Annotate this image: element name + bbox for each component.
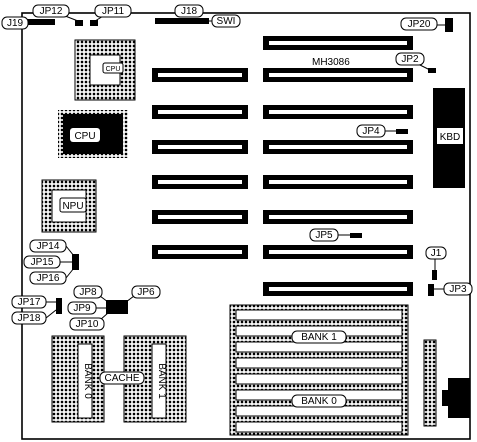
svg-text:JP12: JP12 — [40, 6, 63, 17]
svg-text:JP2: JP2 — [401, 54, 419, 65]
npu-label: NPU — [62, 201, 83, 212]
cache-bank-0-label: BANK 0 — [82, 363, 93, 399]
svg-text:JP17: JP17 — [18, 297, 41, 308]
jp5-callout: JP5 — [309, 228, 362, 242]
jp16-callout: JP16 — [29, 267, 75, 285]
jp20-callout: JP20 — [400, 17, 447, 31]
cpu-socket-upper: CPU — [74, 39, 136, 101]
jp3-callout: JP3 — [428, 282, 473, 296]
svg-text:JP20: JP20 — [408, 19, 431, 30]
jp6-callout: JP6 — [125, 285, 161, 303]
simm-banks — [229, 304, 409, 436]
cache-bank-0: BANK 0 — [51, 335, 105, 423]
cache-bank-1-label: BANK 1 — [156, 363, 167, 399]
bank0-callout: BANK 0 — [291, 394, 347, 408]
jp17-18-pins — [56, 298, 62, 314]
npu-socket: NPU — [41, 179, 97, 233]
j1-callout: J1 — [425, 246, 447, 280]
jp14-16-pins — [72, 254, 79, 270]
jp14-callout: JP14 — [29, 239, 75, 257]
svg-text:JP10: JP10 — [76, 319, 99, 330]
svg-text:JP15: JP15 — [31, 257, 54, 268]
svg-text:J19: J19 — [7, 18, 24, 29]
svg-text:J18: J18 — [181, 6, 198, 17]
cache-callout: CACHE — [99, 371, 145, 385]
svg-text:JP4: JP4 — [362, 126, 380, 137]
cpu-chip: CPU — [58, 110, 128, 158]
jp10-callout: JP10 — [69, 312, 109, 331]
svg-text:JP14: JP14 — [37, 241, 60, 252]
svg-text:JP11: JP11 — [102, 6, 124, 17]
jp11-callout: JP11 — [94, 4, 132, 22]
jp9-callout: JP9 — [67, 301, 106, 315]
svg-text:J1: J1 — [431, 248, 442, 259]
jp8-callout: JP8 — [73, 285, 109, 303]
svg-text:CACHE: CACHE — [104, 373, 139, 384]
cpu-small-label: CPU — [106, 66, 121, 73]
jp8-10-pins — [106, 300, 128, 314]
j18-callout: J18 — [174, 4, 204, 18]
board-model-label: MH3086 — [312, 57, 350, 68]
cpu-label: CPU — [74, 131, 95, 142]
svg-text:JP8: JP8 — [79, 287, 97, 298]
svg-text:SWI: SWI — [217, 16, 236, 27]
jp18-callout: JP18 — [11, 309, 57, 325]
svg-text:JP18: JP18 — [18, 313, 41, 324]
jp15-callout: JP15 — [23, 255, 73, 269]
svg-text:BANK 1: BANK 1 — [301, 332, 337, 343]
jp4-callout: JP4 — [356, 124, 408, 138]
svg-text:JP6: JP6 — [137, 287, 155, 298]
svg-text:JP3: JP3 — [449, 284, 467, 295]
kbd-label: KBD — [440, 132, 461, 143]
svg-text:JP9: JP9 — [73, 303, 91, 314]
svg-text:JP16: JP16 — [37, 273, 60, 284]
jp2-callout: JP2 — [395, 52, 436, 73]
bank1-callout: BANK 1 — [291, 330, 347, 344]
top-jumper-pins — [27, 18, 453, 32]
j19-callout: J19 — [1, 16, 29, 30]
jp12-callout: JP12 — [32, 4, 79, 22]
power-connector — [423, 339, 470, 427]
jp17-callout: JP17 — [11, 295, 56, 309]
svg-text:BANK 0: BANK 0 — [301, 396, 337, 407]
swi-callout: SWI — [200, 14, 241, 28]
svg-text:JP5: JP5 — [315, 230, 333, 241]
